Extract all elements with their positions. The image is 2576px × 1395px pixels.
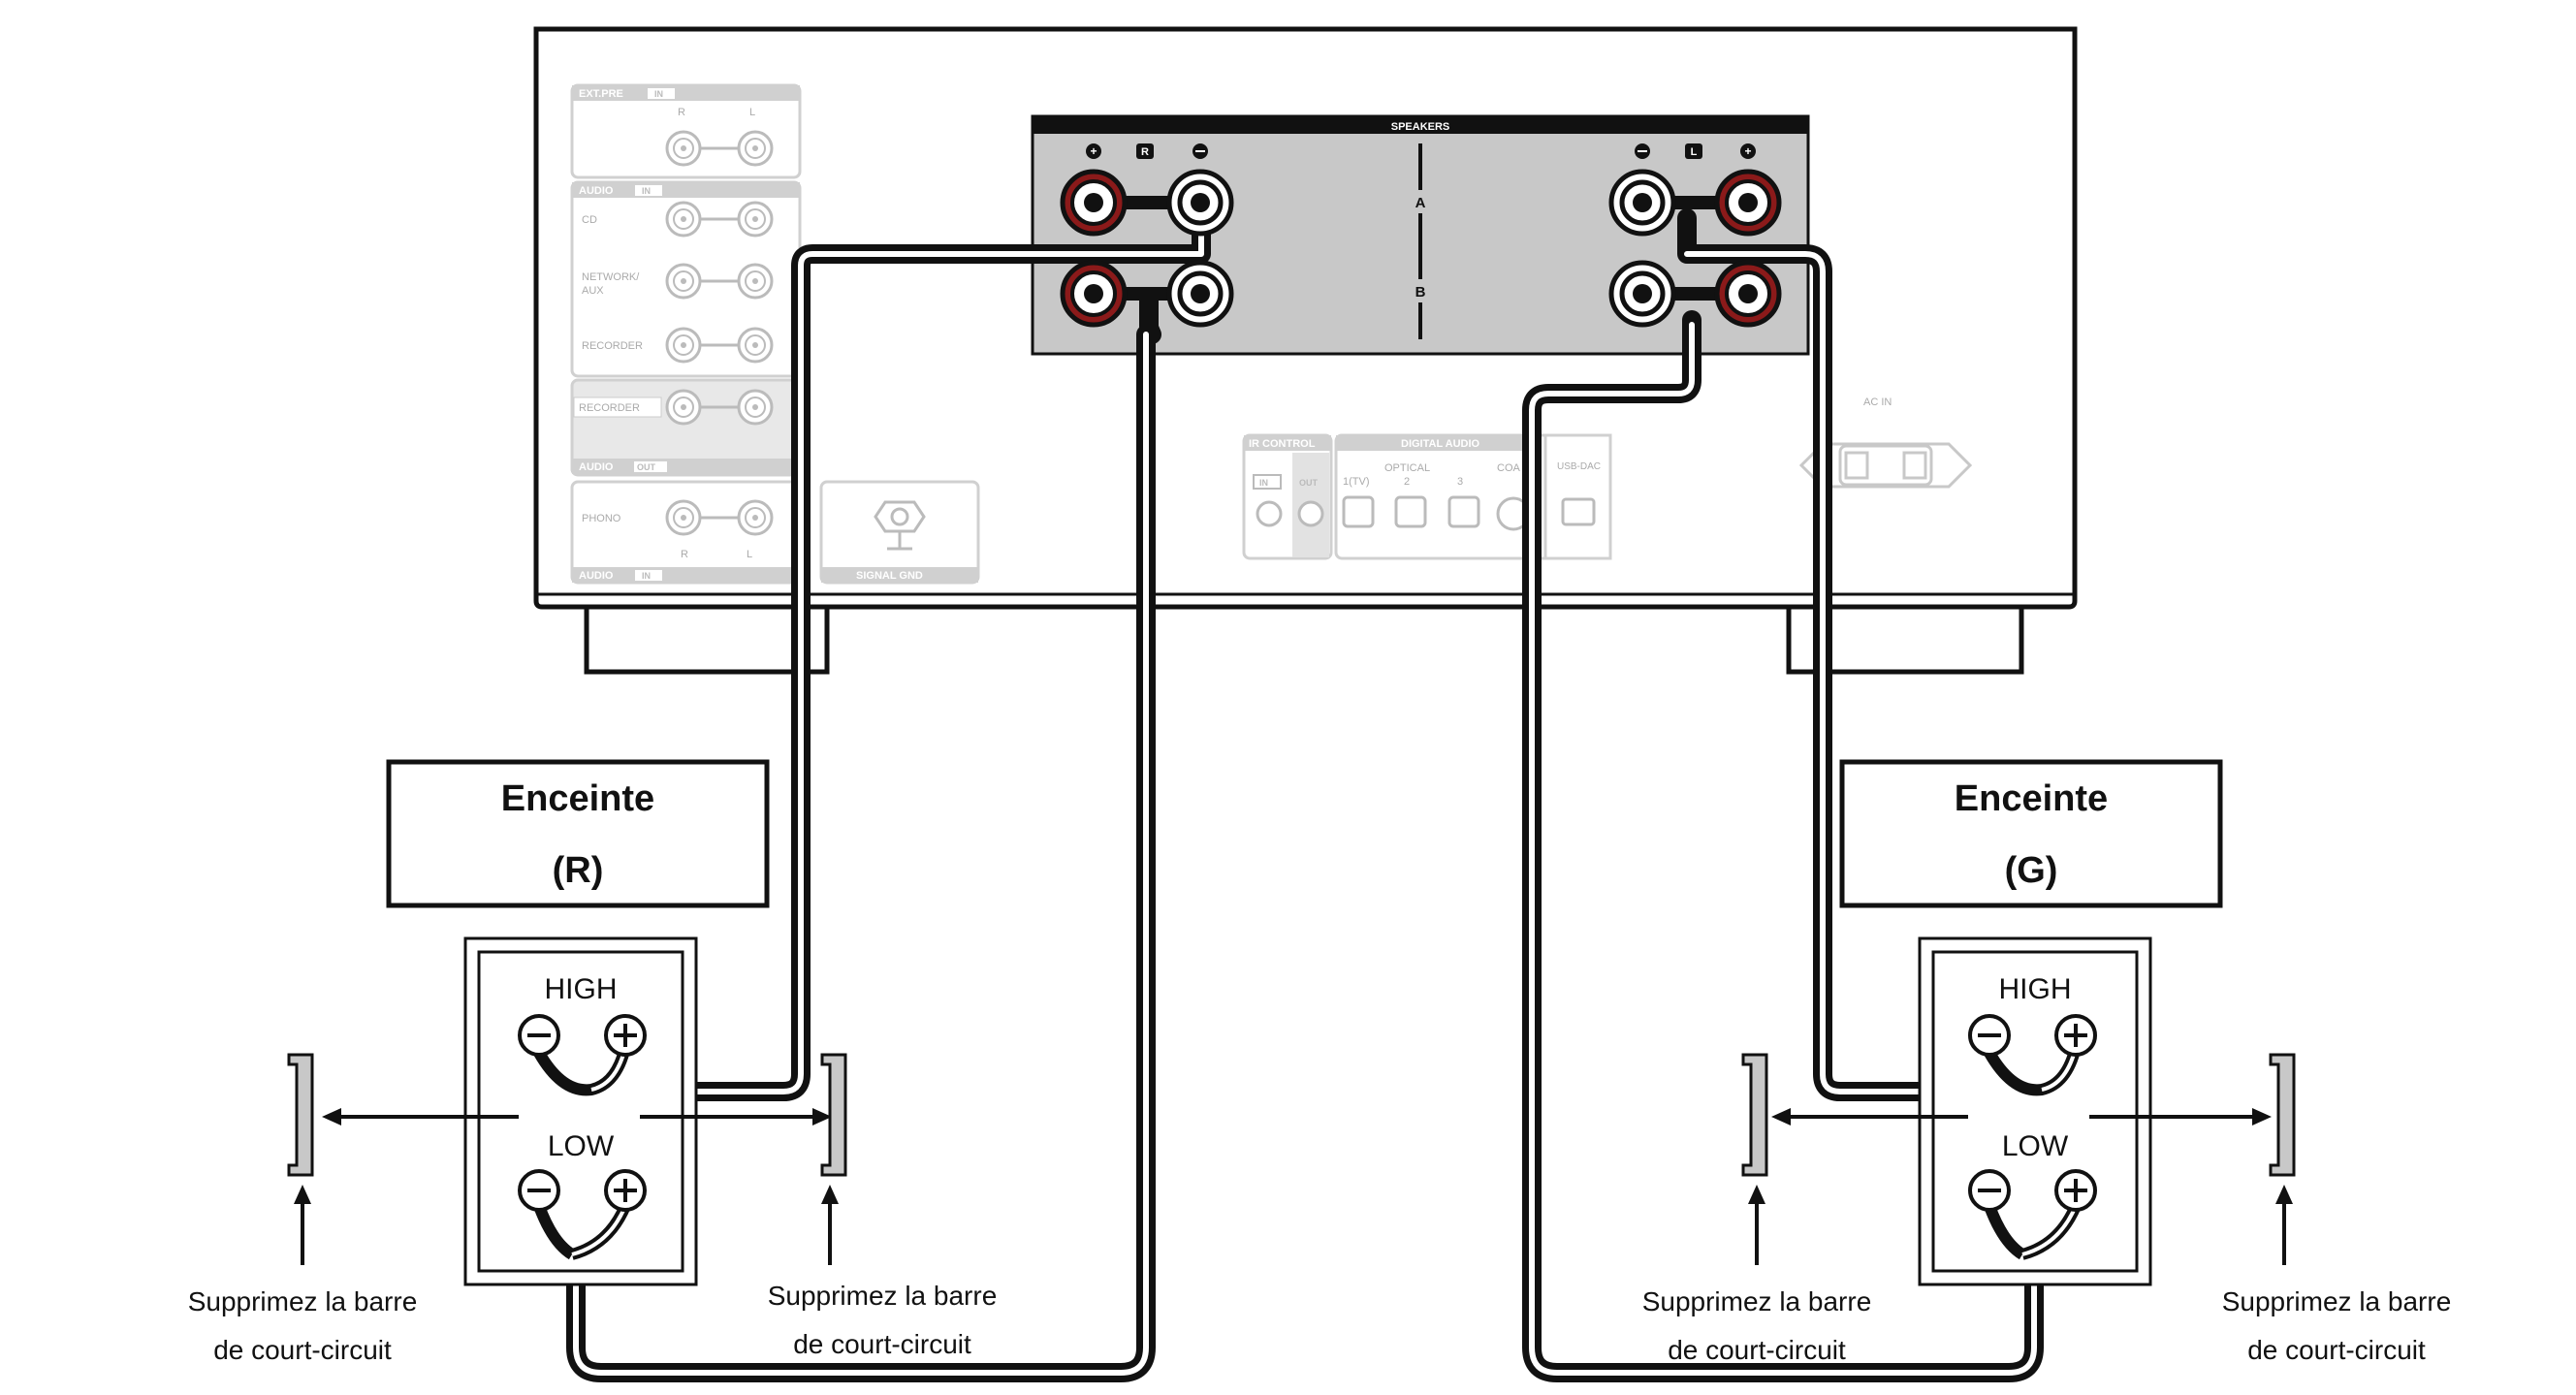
remove-bar-note: de court-circuit [1668, 1335, 1846, 1365]
ext-pre-label: EXT.PRE [579, 88, 623, 100]
speakers-title: SPEAKERS [1391, 121, 1450, 133]
low-label: LOW [2002, 1130, 2069, 1162]
svg-text:+: + [1090, 144, 1097, 158]
optical-3-label: 3 [1457, 476, 1463, 488]
remove-bar-note: Supprimez la barre [1642, 1286, 1872, 1316]
out-badge: OUT [637, 462, 656, 472]
amplifier-rear-panel: EXT.PRE IN R L AUDIO IN CD NETWORK/ AUX … [533, 26, 2078, 675]
terminal-r-b-plus[interactable] [1063, 263, 1125, 325]
recorder-in-label: RECORDER [582, 340, 643, 352]
rca-l-label: L [747, 549, 752, 560]
channel-l-label: L [1691, 146, 1698, 158]
row-a-label: A [1415, 195, 1426, 211]
arrow-up-icon [2275, 1185, 2293, 1204]
low-label: LOW [548, 1130, 615, 1162]
phono-audio-label: AUDIO [579, 570, 614, 582]
ac-inlet: AC IN [1798, 396, 1973, 489]
signal-gnd-label: SIGNAL GND [856, 570, 923, 582]
remove-bar-note: de court-circuit [793, 1329, 971, 1359]
svg-text:+: + [1744, 144, 1751, 158]
arrow-up-icon [821, 1185, 839, 1204]
in-badge: IN [642, 571, 651, 581]
rca-r-label: R [678, 107, 685, 118]
recorder-out-label: RECORDER [579, 402, 640, 414]
optical-2-label: 2 [1404, 476, 1410, 488]
plus-icon [1086, 143, 1101, 159]
usb-dac-jack[interactable] [1561, 497, 1596, 526]
in-badge: IN [654, 89, 663, 99]
remove-bar-note: Supprimez la barre [768, 1281, 998, 1311]
terminal-l-a-minus[interactable] [1611, 172, 1673, 234]
high-label: HIGH [545, 973, 618, 1005]
digital-audio-panel: IR CONTROL IN OUT DIGITAL AUDIO OPTICAL … [1242, 433, 1612, 560]
arrow-right-icon [812, 1108, 832, 1126]
ir-out-jack[interactable] [1297, 500, 1324, 527]
row-b-label: B [1415, 284, 1426, 301]
terminal-r-a-plus[interactable] [1063, 172, 1125, 234]
short-bar-icon [1741, 1053, 1768, 1177]
coaxial-label: COA [1497, 462, 1521, 474]
remove-bar-note: de court-circuit [213, 1335, 392, 1365]
channel-r-label: R [1141, 146, 1149, 158]
ir-in-jack[interactable] [1256, 500, 1283, 527]
optical-1-label: 1(TV) [1343, 476, 1370, 488]
arrow-up-icon [1748, 1185, 1765, 1204]
speaker-terminals [1063, 172, 1779, 325]
aux-label: AUX [582, 285, 604, 297]
speaker-right-channel: (R) [553, 850, 604, 891]
optical-2-jack[interactable] [1394, 495, 1427, 528]
rca-l-label: L [749, 107, 755, 118]
speaker-left-title: Enceinte [1955, 778, 2108, 819]
usb-dac-label: USB-DAC [1557, 461, 1601, 472]
high-label: HIGH [1999, 973, 2072, 1005]
remove-bar-note: de court-circuit [2247, 1335, 2426, 1365]
speaker-left-title-box [1839, 759, 2223, 908]
speaker-left: Enceinte (G) HIGH LOW Supprimez la barre [1642, 759, 2452, 1365]
audio-in-label: AUDIO [579, 185, 614, 197]
optical-label: OPTICAL [1384, 462, 1430, 474]
short-bar-icon [2269, 1053, 2296, 1177]
rca-r-label: R [681, 549, 688, 560]
ir-in-label: IN [1259, 478, 1268, 488]
ir-control-label: IR CONTROL [1249, 438, 1316, 450]
in-badge: IN [642, 186, 651, 196]
digital-audio-label: DIGITAL AUDIO [1401, 438, 1480, 450]
short-bar-icon [287, 1053, 314, 1177]
speakers-terminal-panel: SPEAKERS + R L + A B [1031, 114, 1810, 356]
arrow-left-icon [1771, 1108, 1791, 1126]
terminal-r-b-minus[interactable] [1169, 263, 1231, 325]
speaker-right-title: Enceinte [501, 778, 654, 819]
terminal-l-b-minus[interactable] [1611, 263, 1673, 325]
signal-gnd-panel: SIGNAL GND [819, 480, 980, 585]
terminal-l-a-plus[interactable] [1717, 172, 1779, 234]
plus-icon [1740, 143, 1756, 159]
optical-1-jack[interactable] [1342, 495, 1375, 528]
cd-label: CD [582, 214, 597, 226]
remove-bar-note: Supprimez la barre [188, 1286, 418, 1316]
ac-in-label: AC IN [1863, 396, 1892, 408]
phono-label: PHONO [582, 513, 621, 524]
terminal-l-b-plus[interactable] [1717, 263, 1779, 325]
audio-out-label: AUDIO [579, 461, 614, 473]
speaker-right-title-box [386, 759, 770, 908]
speaker-right: Enceinte (R) HIGH LOW Supp [188, 759, 998, 1365]
speaker-left-channel: (G) [2005, 850, 2058, 891]
audio-input-panel: EXT.PRE IN R L AUDIO IN CD NETWORK/ AUX … [570, 83, 802, 585]
arrow-up-icon [294, 1185, 311, 1204]
arrow-left-icon [322, 1108, 341, 1126]
arrow-right-icon [2252, 1108, 2272, 1126]
remove-bar-note: Supprimez la barre [2222, 1286, 2452, 1316]
terminal-r-a-minus[interactable] [1169, 172, 1231, 234]
network-label: NETWORK/ [582, 271, 640, 283]
ir-out-label: OUT [1299, 478, 1319, 488]
optical-3-jack[interactable] [1447, 495, 1480, 528]
